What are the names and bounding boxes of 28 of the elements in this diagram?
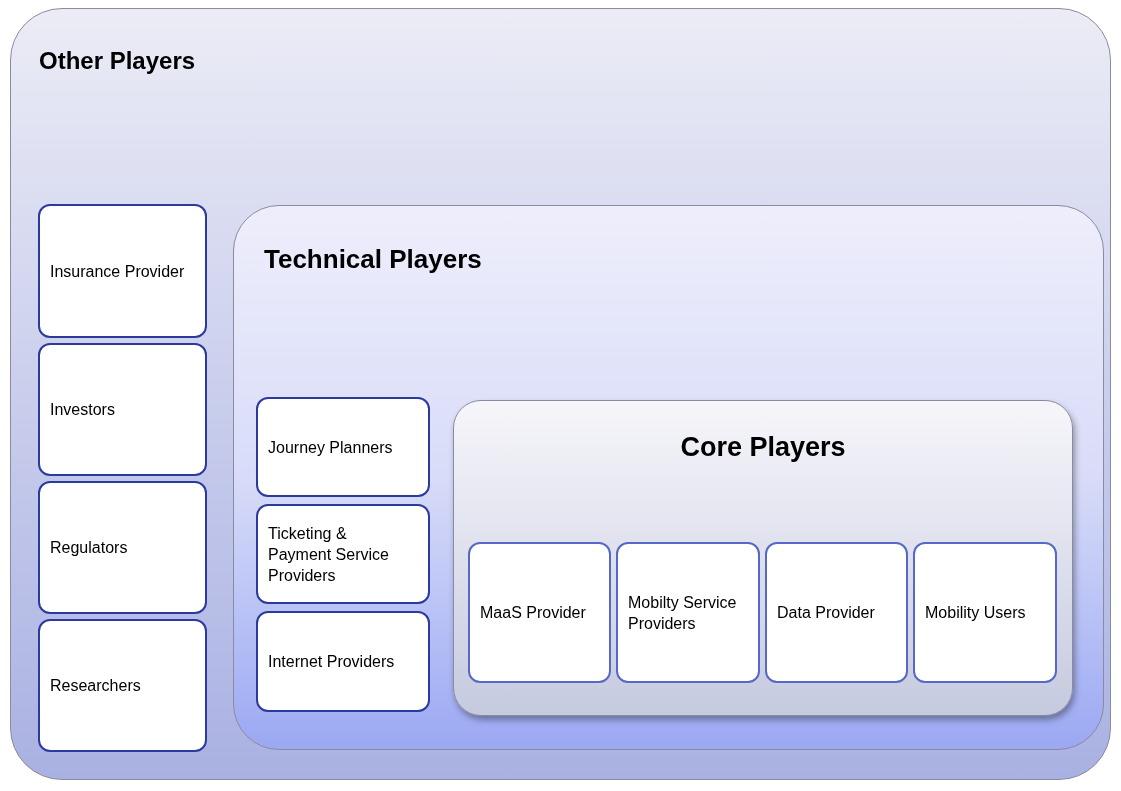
player-label: Journey Planners	[268, 437, 393, 458]
player-label: Ticketing & Payment Service Providers	[268, 523, 390, 586]
player-label: MaaS Provider	[480, 603, 586, 623]
group-title: Core Players	[679, 431, 847, 464]
player-label: Regulators	[50, 538, 128, 558]
group-title: Technical Players	[264, 243, 482, 276]
group-panel	[453, 400, 1073, 716]
group-panel	[233, 205, 1104, 750]
player-label: Investors	[50, 400, 115, 420]
player-box	[38, 481, 207, 614]
player-box	[256, 611, 430, 712]
player-box	[38, 619, 207, 752]
player-box	[38, 204, 207, 338]
player-box	[256, 397, 430, 497]
group-panel	[10, 8, 1111, 780]
player-label: Internet Providers	[268, 652, 395, 672]
group-title: Other Players	[39, 46, 196, 76]
player-box	[38, 343, 207, 476]
player-label: Mobilty Service Providers	[628, 592, 738, 634]
player-box	[913, 542, 1057, 683]
player-box	[256, 504, 430, 604]
player-label: Researchers	[50, 676, 141, 696]
player-label: Data Provider	[777, 603, 875, 623]
player-box	[468, 542, 611, 683]
player-box	[765, 542, 908, 683]
player-label: Insurance Provider	[50, 261, 185, 282]
player-box	[616, 542, 760, 683]
player-label: Mobility Users	[925, 603, 1026, 623]
